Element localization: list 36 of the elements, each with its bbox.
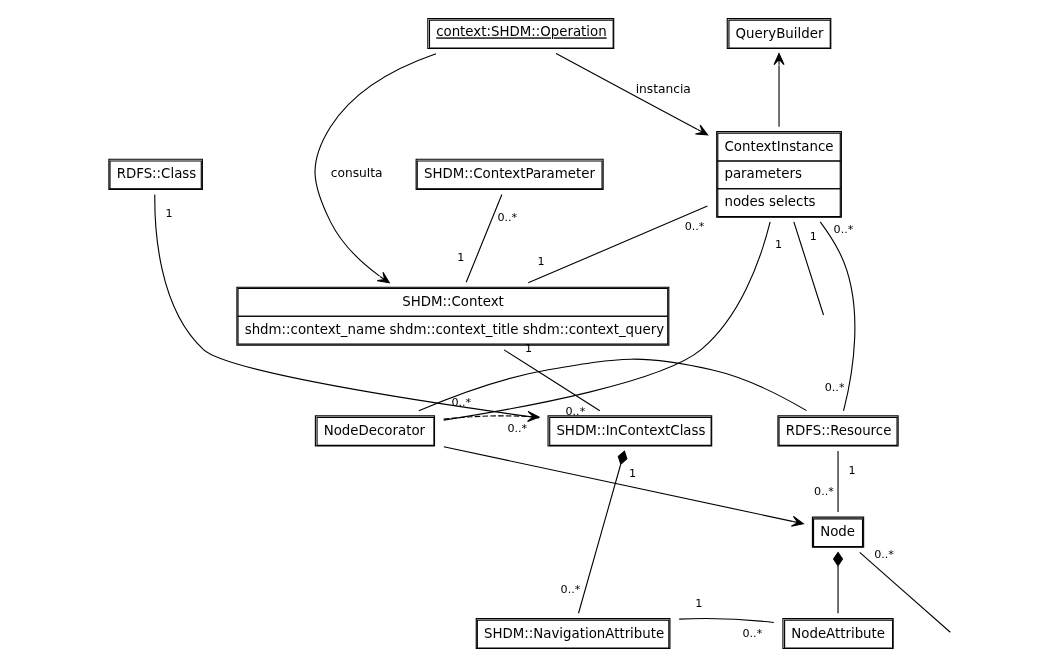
connector (443, 220, 771, 421)
label: 1 (537, 254, 545, 268)
arrow (773, 52, 785, 127)
label: 0..* (497, 210, 518, 224)
label: 0..* (742, 626, 763, 640)
edge-label: instancia (635, 81, 691, 96)
label: 1 (848, 463, 856, 477)
connector (819, 220, 856, 411)
connector (527, 205, 708, 283)
label: 1 (695, 596, 703, 610)
connector (832, 550, 844, 614)
connector (859, 551, 951, 633)
label: 0..* (560, 582, 581, 596)
label: 0..* (451, 395, 472, 409)
label: 1 (809, 229, 817, 243)
arrow (443, 410, 540, 422)
connector (577, 449, 628, 614)
connector (418, 358, 808, 411)
connector (793, 220, 825, 316)
arrow (555, 52, 709, 135)
edge-label: consulta (330, 165, 383, 180)
connector (465, 193, 503, 283)
connector (678, 617, 775, 623)
connector (503, 348, 601, 411)
label: 0..* (874, 547, 894, 561)
label: 0..* (507, 421, 528, 435)
label: 0..* (684, 219, 705, 233)
label: 0..* (824, 380, 845, 394)
label: 0..* (814, 484, 834, 498)
arrow (314, 52, 437, 283)
label: 1 (628, 466, 637, 480)
label: 1 (774, 237, 783, 251)
label: 0..* (833, 222, 854, 236)
label: 1 (165, 206, 173, 220)
label: 1 (457, 250, 465, 264)
arrow (443, 445, 804, 527)
